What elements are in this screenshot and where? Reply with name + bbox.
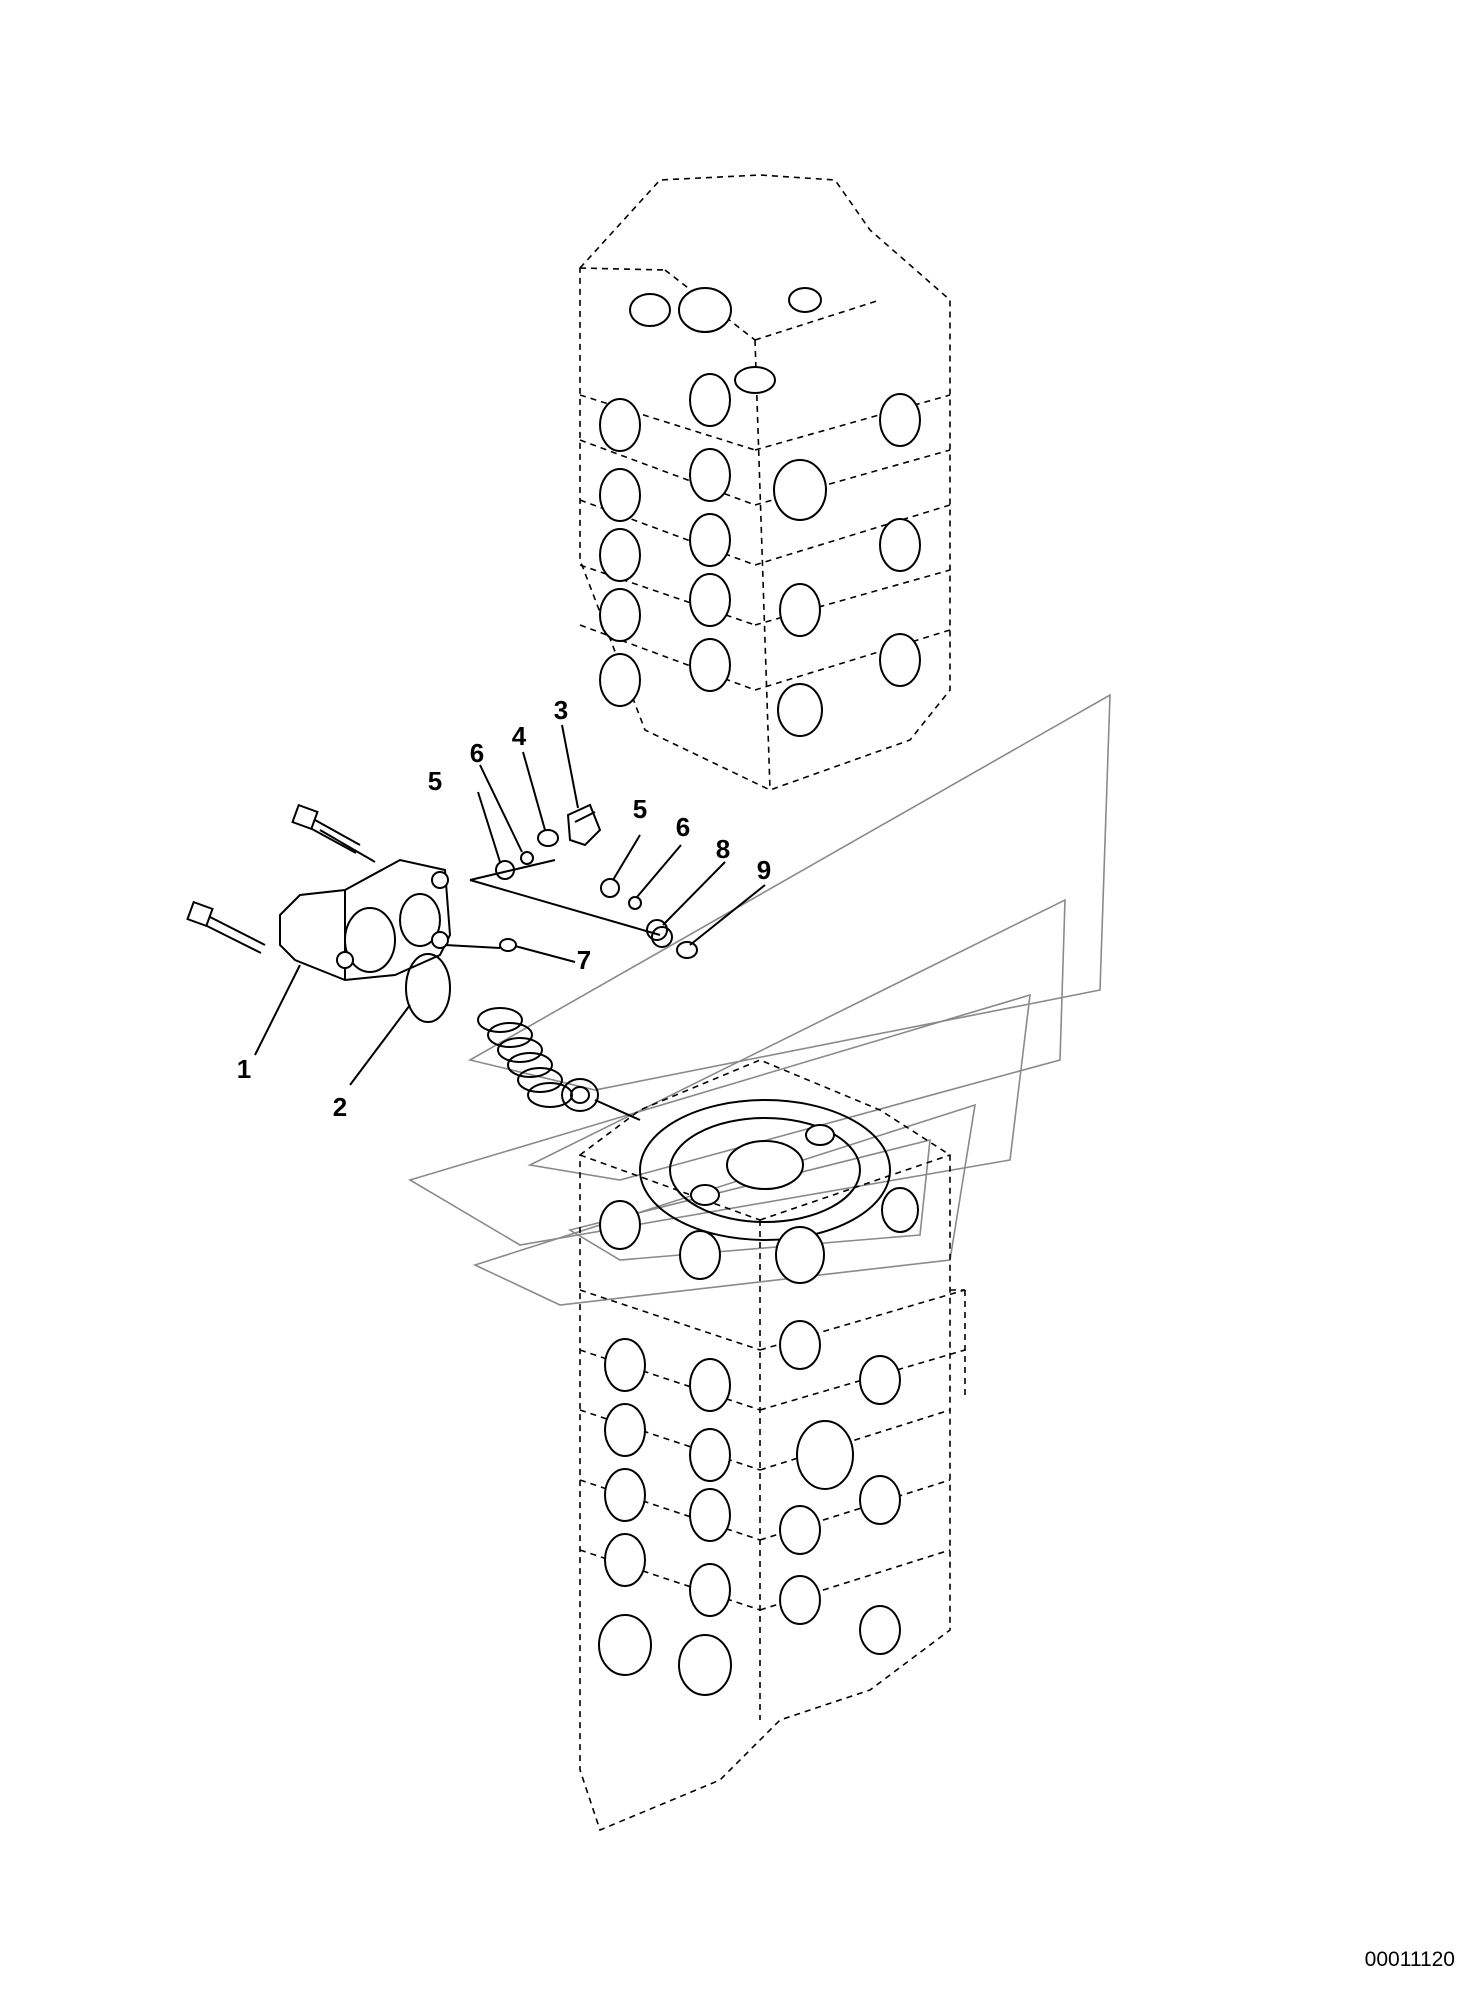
lower-valve-block (579, 1059, 966, 1832)
upper-valve-block (579, 174, 951, 791)
bolt-lower (186, 900, 266, 954)
part-o-ring-4 (537, 829, 559, 847)
callout-5a: 5 (428, 766, 442, 796)
part-o-ring-6b (628, 896, 642, 910)
callout-2: 2 (333, 1092, 347, 1122)
part-seat (561, 1078, 599, 1112)
bolt-upper (291, 803, 361, 854)
leader-lines (254, 724, 766, 1086)
callout-6b: 6 (676, 812, 690, 842)
callouts: 1 2 3 4 5 6 5 6 7 8 9 (237, 695, 771, 1122)
callout-8: 8 (716, 834, 730, 864)
callout-4: 4 (512, 721, 527, 751)
assembly-lines (319, 829, 661, 1121)
part-spring (477, 1007, 573, 1108)
callout-7: 7 (577, 945, 591, 975)
part-o-ring-2 (405, 953, 451, 1023)
callout-5b: 5 (633, 794, 647, 824)
part-plug-8 (646, 919, 673, 948)
callout-1: 1 (237, 1054, 251, 1084)
part-plug-5b (600, 878, 620, 898)
part-plug-3 (566, 803, 602, 847)
part-o-ring-6a (520, 851, 534, 865)
callout-9: 9 (757, 855, 771, 885)
callout-3: 3 (554, 695, 568, 725)
drawing-code: 00011120 (1365, 1948, 1455, 1971)
part-o-ring-9 (676, 941, 698, 959)
part-o-ring-7 (499, 938, 517, 952)
part-cover-1 (279, 858, 452, 982)
watermark-logo (408, 693, 1111, 1306)
callout-6a: 6 (470, 738, 484, 768)
